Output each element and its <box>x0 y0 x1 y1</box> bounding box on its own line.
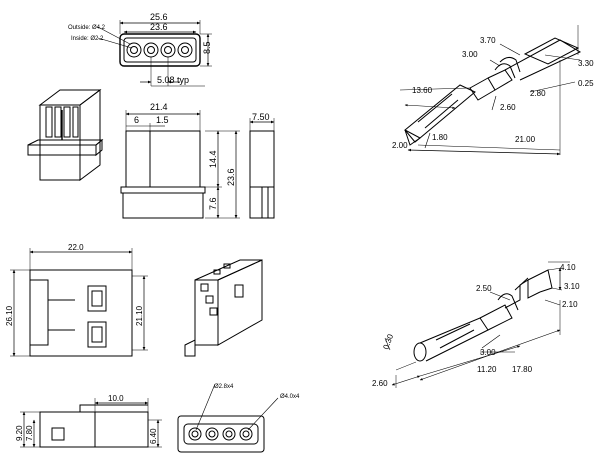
male-terminal-1-80: 1.80 <box>432 133 448 142</box>
bottom-front-view <box>177 383 279 453</box>
male-terminal-2-60: 2.60 <box>500 103 516 112</box>
side-width: 21.4 <box>150 102 168 112</box>
bottom-side-7-80: 7.80 <box>25 425 34 441</box>
female-terminal-drawing <box>384 261 570 388</box>
female-terminal-2-50: 2.50 <box>476 284 492 293</box>
female-terminal-11-20: 11.20 <box>477 365 497 374</box>
side-view <box>120 110 240 219</box>
end-width: 7.50 <box>252 112 270 122</box>
male-terminal-13-60: 13.60 <box>412 86 433 95</box>
side-slot: 6 <box>134 115 139 125</box>
front-width-inner: 23.6 <box>150 22 168 32</box>
male-terminal-drawing <box>399 25 582 156</box>
male-terminal-3-00: 3.00 <box>462 50 478 59</box>
male-housing-height-outer: 26.10 <box>5 305 14 326</box>
side-upper-height: 14.4 <box>208 150 218 168</box>
inside-diameter-label: Inside: Ø2.2 <box>71 36 104 42</box>
female-terminal-3-00: 3.00 <box>480 348 496 357</box>
bottom-front-pin-label: Ø2.8x4 <box>214 384 234 390</box>
female-terminal-17-80: 17.80 <box>512 365 533 374</box>
male-housing-view <box>10 248 148 357</box>
male-terminal-2-80: 2.80 <box>530 89 546 98</box>
bottom-side-view <box>20 398 162 448</box>
front-height: 8.5 <box>202 41 212 54</box>
male-terminal-2-00: 2.00 <box>392 141 408 150</box>
bottom-side-9-20: 9.20 <box>15 425 24 441</box>
side-lower-height: 7.6 <box>208 197 218 210</box>
front-width-outer: 25.6 <box>150 12 168 22</box>
iso-housing <box>27 89 104 181</box>
male-terminal-3-70: 3.70 <box>480 36 496 45</box>
female-terminal-2-60: 2.60 <box>372 379 388 388</box>
bottom-front-hole-label: Ø4.0x4 <box>280 394 300 400</box>
iso-male-housing <box>184 259 263 357</box>
male-terminal-0-25: 0.25 <box>578 79 594 88</box>
outside-diameter-label: Outside: Ø4.2 <box>68 25 106 31</box>
female-terminal-4-10: 4.10 <box>560 263 576 272</box>
side-wall: 1.5 <box>156 115 169 125</box>
bottom-side-10-0: 10.0 <box>108 394 124 403</box>
side-total-height: 23.6 <box>226 168 236 186</box>
female-terminal-3-10: 3.10 <box>564 282 580 291</box>
end-view <box>249 118 275 219</box>
male-housing-height-inner: 21.10 <box>135 305 144 326</box>
male-housing-width: 22.0 <box>68 243 84 252</box>
female-terminal-0-30: 0.30 <box>381 332 395 350</box>
male-terminal-3-30: 3.30 <box>578 59 594 68</box>
front-view <box>97 20 212 87</box>
female-terminal-2-10: 2.10 <box>562 300 578 309</box>
front-pitch: 5.08 typ <box>157 75 189 85</box>
bottom-side-6-40: 6.40 <box>149 428 158 444</box>
male-terminal-21-00: 21.00 <box>515 135 536 144</box>
